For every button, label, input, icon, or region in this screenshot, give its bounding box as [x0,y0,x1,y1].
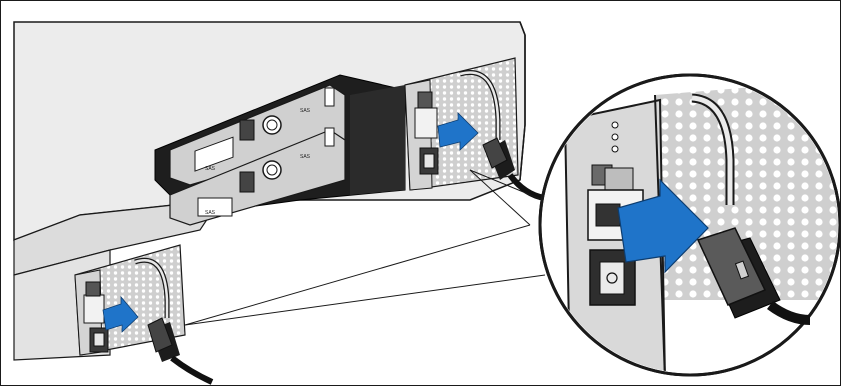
port-label: SAS [205,210,216,216]
callout-lines [184,169,556,326]
power-cord-left [147,317,214,385]
module-port-labels: SAS SAS SAS SAS [205,108,311,216]
port-label: SAS [205,166,216,172]
port-label: SAS [300,154,311,160]
port-label: SAS [300,108,311,114]
insert-arrow-right [437,112,479,151]
controller-module-bottom [169,127,346,226]
insert-arrow-large [617,178,709,274]
power-cord-large [696,227,811,325]
insert-arrow-left [102,295,139,333]
